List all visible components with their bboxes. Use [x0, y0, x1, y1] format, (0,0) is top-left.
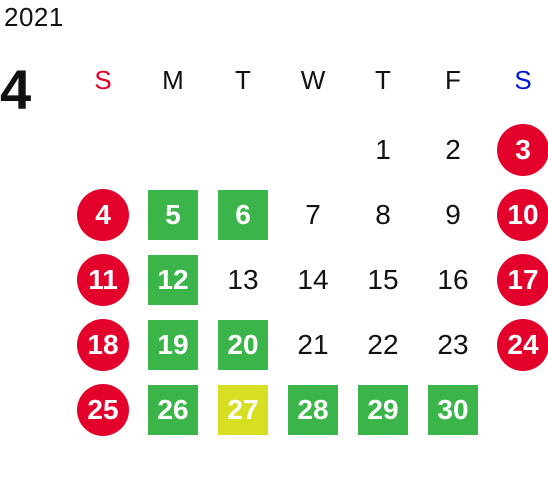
weekday-label: F [445, 65, 461, 95]
day-highlighted[interactable]: 29 [358, 385, 408, 435]
weekday-label: T [235, 65, 251, 95]
weekday-label: S [94, 65, 112, 95]
weekday-label: S [514, 65, 532, 95]
day-today[interactable]: 27 [218, 385, 268, 435]
day-highlighted[interactable]: 12 [148, 255, 198, 305]
day-highlighted[interactable]: 6 [218, 190, 268, 240]
day-holiday[interactable]: 11 [77, 254, 129, 306]
day-cell[interactable]: 21 [297, 329, 329, 360]
day-highlighted[interactable]: 20 [218, 320, 268, 370]
day-holiday[interactable]: 25 [77, 384, 129, 436]
day-cell[interactable]: 13 [227, 264, 259, 295]
day-cell[interactable]: 16 [437, 264, 469, 295]
day-highlighted[interactable]: 19 [148, 320, 198, 370]
weekday-label: M [162, 65, 184, 95]
day-cell[interactable]: 23 [437, 329, 469, 360]
day-cell[interactable]: 7 [305, 199, 321, 230]
day-highlighted[interactable]: 5 [148, 190, 198, 240]
weekday-label: T [375, 65, 391, 95]
month-number: 4 [0, 58, 32, 121]
day-cell[interactable]: 2 [445, 134, 461, 165]
year-label: 2021 [4, 2, 64, 32]
day-holiday[interactable]: 18 [77, 319, 129, 371]
day-holiday[interactable]: 4 [77, 189, 129, 241]
day-cell[interactable]: 9 [445, 199, 461, 230]
day-holiday[interactable]: 10 [497, 189, 548, 241]
day-cell[interactable]: 22 [367, 329, 399, 360]
day-cell[interactable]: 8 [375, 199, 391, 230]
day-cell[interactable]: 15 [367, 264, 399, 295]
day-holiday[interactable]: 24 [497, 319, 548, 371]
day-cell[interactable]: 14 [297, 264, 329, 295]
day-highlighted[interactable]: 26 [148, 385, 198, 435]
day-highlighted[interactable]: 28 [288, 385, 338, 435]
day-cell[interactable]: 1 [375, 134, 391, 165]
day-highlighted[interactable]: 30 [428, 385, 478, 435]
day-holiday[interactable]: 3 [497, 124, 548, 176]
day-holiday[interactable]: 17 [497, 254, 548, 306]
weekday-label: W [300, 65, 326, 95]
